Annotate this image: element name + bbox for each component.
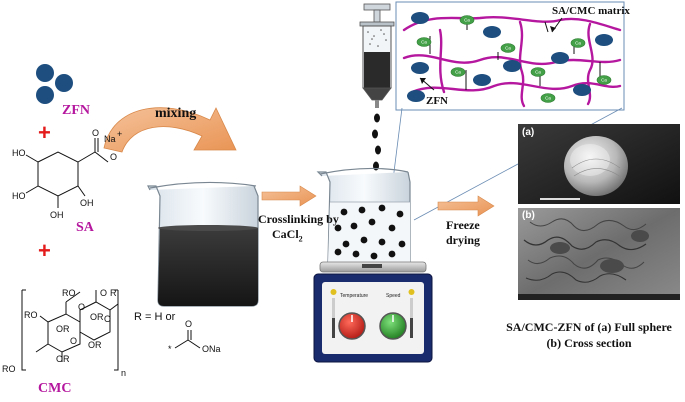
syringe-speckles [367, 29, 387, 47]
polymer-chains [402, 16, 622, 108]
sa-label-o-minus: O [110, 152, 117, 162]
ca-nodes [416, 15, 612, 103]
sa-label-na-charge: + [117, 129, 122, 139]
cmc-label-or3: OR [90, 312, 104, 322]
arrow-to-crosslink [261, 185, 317, 207]
matrix-pointer-head [550, 26, 556, 32]
sa-label-oh1: OH [50, 210, 64, 220]
cmc-label: CMC [38, 381, 72, 396]
caption-line1: SA/CMC-ZFN of (a) Full sphere [506, 320, 672, 334]
matrix-zfn [407, 12, 613, 102]
ca-label: Ca [455, 70, 461, 75]
cmc-label-o1: O [78, 302, 85, 312]
drying-label: drying [446, 233, 481, 247]
ca-label: Ca [464, 18, 470, 23]
cmc-label-or2: OR [56, 354, 70, 364]
ca-label: Ca [545, 96, 551, 101]
ca-label: Ca [505, 46, 511, 51]
cmc-label-o-r: O [100, 288, 107, 298]
sa-label-ho2: HO [12, 191, 26, 201]
ca-label: Ca [575, 41, 581, 46]
sem-image-cross-section [518, 208, 680, 300]
magnetic-stirrer [313, 261, 433, 363]
cmc-label-ro-top: RO [62, 288, 76, 298]
arrow-to-freeze [437, 195, 495, 217]
zfn-label: ZFN [62, 103, 90, 118]
sem-image-full-sphere [518, 124, 680, 204]
caption-line2: (b) Cross section [546, 336, 632, 350]
falling-drops [372, 113, 381, 171]
cmc-label-r: R [110, 288, 117, 298]
matrix-label: SA/CMC matrix [552, 5, 630, 17]
temperature-label: Temperature [340, 293, 368, 299]
sa-label-na: Na [104, 134, 116, 144]
zfn-inset-label: ZFN [426, 95, 448, 107]
cmc-label-or4: OR [88, 340, 102, 350]
sa-label-o: O [92, 128, 99, 138]
ca-label: Ca [535, 70, 541, 75]
cmc-label-o3: O [104, 314, 111, 324]
zfn-pointer-head [420, 78, 426, 84]
mixing-label: mixing [155, 106, 197, 121]
sa-label-ho1: HO [12, 148, 26, 158]
crosslink-beaker [316, 167, 411, 263]
beads [334, 204, 406, 260]
sa-label: SA [76, 220, 94, 235]
cmc-label-ro-left: RO [24, 310, 38, 320]
sa-structure [25, 138, 109, 208]
freeze-label: Freeze [446, 218, 480, 232]
zfn-particle [36, 86, 54, 104]
cmc-label-side-o: O [185, 319, 192, 329]
zfn-particle [36, 64, 54, 82]
ca-label: Ca [421, 40, 427, 45]
cmc-label-n: n [121, 368, 126, 378]
cmc-label-star: * [168, 344, 172, 354]
cacl2-label: CaCl2 [272, 227, 303, 244]
ca-label: Ca [601, 78, 607, 83]
cmc-label-ro-bottom: RO [2, 364, 16, 374]
cmc-label-side-ona: ONa [202, 344, 221, 354]
speed-label: Speed [386, 293, 401, 299]
mixing-arrow [103, 107, 237, 153]
cmc-label-o2: O [70, 336, 77, 346]
cmc-label-or1: OR [56, 324, 70, 334]
panel-a-label: (a) [522, 127, 535, 138]
plus-sign: + [38, 238, 51, 263]
panel-b-label: (b) [522, 210, 535, 221]
syringe [359, 3, 395, 108]
sa-label-oh2: OH [80, 198, 94, 208]
zfn-particles [36, 64, 73, 104]
sem-caption: SA/CMC-ZFN of (a) Full sphere (b) Cross … [494, 319, 684, 351]
zfn-particle [55, 74, 73, 92]
mixing-beaker [147, 181, 259, 307]
plus-sign: + [38, 120, 51, 145]
cmc-structure [21, 289, 201, 371]
r-definition: R = H or [134, 311, 176, 323]
crosslinking-label: Crosslinking by [258, 212, 339, 226]
